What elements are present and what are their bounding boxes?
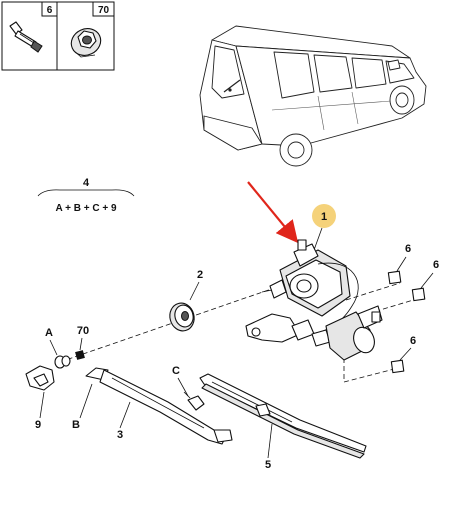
callout-6-top: 6 <box>405 243 411 255</box>
cap-9: 9 <box>25 365 55 431</box>
kit-formula-text: A + B + C + 9 <box>55 203 116 214</box>
red-pointer-arrow <box>247 181 299 244</box>
rivet-6-top: 6 <box>387 243 411 285</box>
van-illustration <box>199 25 427 167</box>
callout-6-bottom: 6 <box>410 335 416 347</box>
callout-5: 5 <box>265 459 271 471</box>
callout-9: 9 <box>35 419 41 431</box>
nut-70: 70 <box>75 325 89 360</box>
rivet-6-middle: 6 <box>411 259 439 302</box>
callout-1: 1 <box>321 211 327 223</box>
callout-1-highlight: 1 <box>312 204 336 251</box>
callout-70: 70 <box>77 325 89 337</box>
clip-c: C <box>172 365 205 411</box>
wiper-motor-assembly <box>245 239 383 361</box>
inset-item-number-6: 6 <box>47 5 53 16</box>
inset-item-number-70: 70 <box>98 5 110 16</box>
callout-6-middle: 6 <box>433 259 439 271</box>
callout-2: 2 <box>197 269 203 281</box>
rivet-6-bottom: 6 <box>390 335 416 374</box>
callout-C: C <box>172 365 180 377</box>
grommet-part: 2 <box>169 269 203 332</box>
washer-a: A <box>45 327 71 369</box>
kit-formula: 4 A + B + C + 9 <box>37 177 135 214</box>
wiper-arm: B 3 <box>72 367 233 445</box>
wiper-blade: 5 <box>199 373 367 471</box>
callout-4: 4 <box>83 177 90 189</box>
push-rivet-icon <box>9 21 43 53</box>
callout-B: B <box>72 419 80 431</box>
parts-inset-box: 6 70 <box>1 1 115 71</box>
callout-3: 3 <box>117 429 123 441</box>
callout-A: A <box>45 327 53 339</box>
hex-nut-icon <box>70 28 102 58</box>
